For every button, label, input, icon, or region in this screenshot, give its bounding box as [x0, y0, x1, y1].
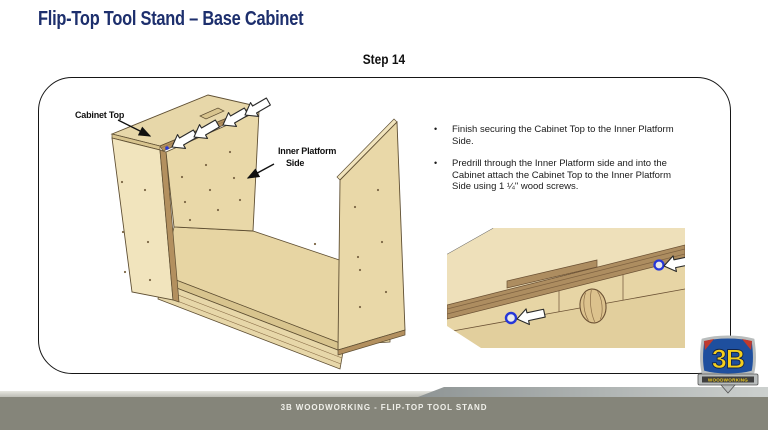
instruction-bullet: • Finish securing the Cabinet Top to the… — [434, 124, 692, 147]
outer-platform-side-panel — [337, 120, 406, 351]
step-label: Step 14 — [362, 51, 406, 67]
label-inner-platform-side-line2: Side — [286, 158, 304, 168]
footer-bar: 3B WOODWORKING - FLIP-TOP TOOL STAND — [0, 397, 768, 430]
screw-direction-arrow-icon — [193, 119, 220, 139]
detail-inset-illustration — [447, 228, 685, 348]
logo-monogram: 3B — [712, 344, 745, 374]
logo-banner: WOODWORKING — [708, 378, 748, 383]
leader-line-inner-platform-side — [246, 163, 275, 179]
screw-direction-arrow-icon — [663, 255, 685, 273]
screw-dots — [120, 150, 388, 309]
footer-text: 3B WOODWORKING - FLIP-TOP TOOL STAND — [280, 403, 488, 412]
bullet-marker: • — [434, 158, 438, 168]
oval-cutout — [579, 288, 607, 324]
cabinet-illustration: Cabinet Top Inner Platform Side — [75, 94, 406, 370]
instruction-text: Finish securing the Cabinet Top to the I… — [452, 124, 674, 147]
screw-head — [653, 259, 665, 271]
label-cabinet-top: Cabinet Top — [75, 110, 125, 120]
footer-accent-strip-light — [0, 391, 768, 397]
instruction-text: Predrill through the Inner Platform side… — [452, 158, 671, 192]
leader-line-cabinet-top — [117, 119, 152, 137]
instruction-list: • Finish securing the Cabinet Top to the… — [434, 124, 692, 193]
label-inner-platform-side-line1: Inner Platform — [278, 146, 336, 156]
bullet-marker: • — [434, 124, 438, 134]
instruction-bullet: • Predrill through the Inner Platform si… — [434, 158, 692, 193]
screw-direction-arrow-icon — [516, 308, 546, 326]
screw-head — [165, 146, 169, 150]
screw-head — [504, 311, 518, 325]
page-title: Flip-Top Tool Stand – Base Cabinet — [38, 8, 304, 30]
footer-accent-strip-dark — [418, 387, 768, 397]
screw-direction-arrow-icon — [244, 97, 271, 117]
brand-logo: 3B WOODWORKING — [697, 335, 759, 394]
